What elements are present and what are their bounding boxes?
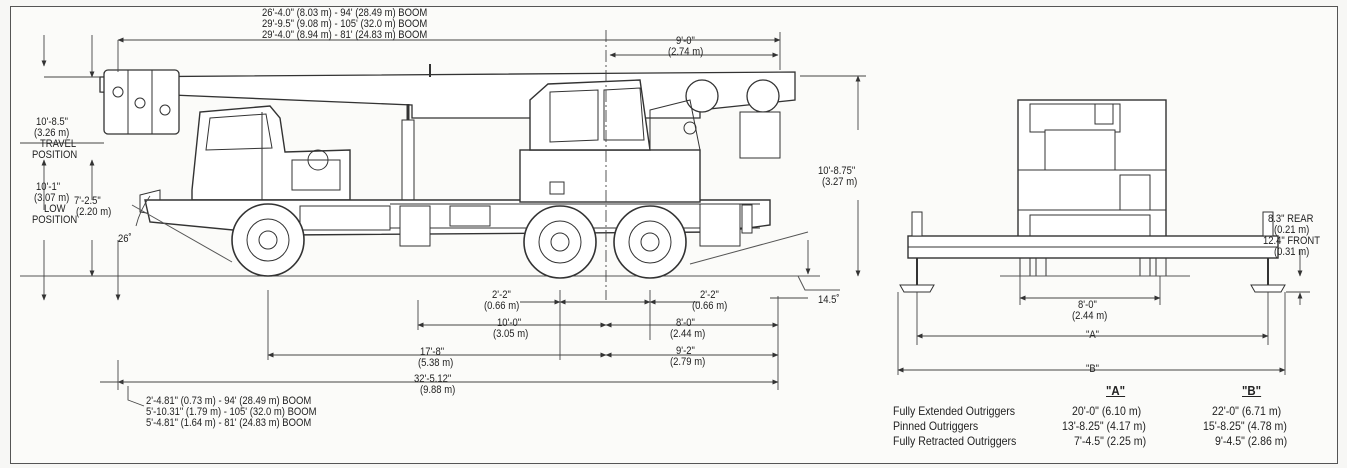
table-row-label: Fully Extended Outriggers bbox=[893, 404, 1016, 418]
front-height-ft: 7'-2.5" bbox=[74, 195, 101, 207]
front-overhang-105: 5'-10.31" (1.79 m) - 105' (32.0 m) BOOM bbox=[146, 406, 317, 418]
side-view-truck bbox=[20, 64, 840, 291]
track-width-ft: 8'-0" bbox=[1078, 299, 1097, 311]
table-row-label: Pinned Outriggers bbox=[893, 419, 979, 433]
axle-right-m: (0.66 m) bbox=[692, 300, 728, 312]
travel-position-label: POSITION bbox=[32, 149, 78, 161]
axle-left-m: (0.66 m) bbox=[484, 300, 520, 312]
dim-8-ft: 8'-0" bbox=[676, 317, 695, 329]
dim-9-m: (2.79 m) bbox=[670, 356, 706, 368]
travel-height-m: (3.26 m) bbox=[34, 127, 70, 139]
table-row-a: 13'-8.25" (4.17 m) bbox=[1062, 419, 1146, 433]
table-row-b: 15'-8.25" (4.78 m) bbox=[1203, 419, 1287, 433]
dim-a-label: "A" bbox=[1086, 329, 1100, 341]
low-height-ft: 10'-1" bbox=[36, 181, 61, 193]
rear-view-dimensions bbox=[897, 250, 1310, 375]
overall-length-ft: 32'-5.12" bbox=[414, 373, 452, 385]
top-right-dim-m: (2.74 m) bbox=[668, 46, 704, 58]
overall-height-m: (3.27 m) bbox=[822, 176, 858, 188]
table-row-a: 20'-0" (6.10 m) bbox=[1072, 404, 1142, 418]
front-height-m: (2.20 m) bbox=[76, 206, 112, 218]
front-overhang-94: 2'-4.81" (0.73 m) - 94' (28.49 m) BOOM bbox=[146, 395, 312, 407]
rear-clearance-ft: 8.3" REAR bbox=[1268, 213, 1314, 225]
low-height-m: (3.07 m) bbox=[34, 192, 70, 204]
approach-angle: 26˚ bbox=[118, 233, 132, 245]
dim-17-ft: 17'-8" bbox=[420, 346, 445, 358]
dim-10-m: (3.05 m) bbox=[493, 328, 529, 340]
front-overhang-81: 5'-4.81" (1.64 m) - 81' (24.83 m) BOOM bbox=[146, 417, 312, 429]
top-right-dim-ft: 9'-0" bbox=[676, 35, 695, 47]
boom-length-105: 29'-9.5" (9.08 m) - 105' (32.0 m) BOOM bbox=[262, 18, 428, 30]
dim-10-ft: 10'-0" bbox=[497, 317, 522, 329]
side-view-dimensions bbox=[20, 30, 866, 407]
table-header-a: "A" bbox=[1106, 383, 1126, 398]
low-label: LOW bbox=[44, 203, 66, 215]
front-clearance-m: (0.31 m) bbox=[1274, 246, 1310, 258]
track-width-m: (2.44 m) bbox=[1072, 310, 1108, 322]
boom-length-94: 26'-4.0" (8.03 m) - 94' (28.49 m) BOOM bbox=[262, 7, 428, 19]
dim-b-label: "B" bbox=[1086, 363, 1100, 375]
axle-left-ft: 2'-2" bbox=[492, 289, 511, 301]
table-row-b: 22'-0" (6.71 m) bbox=[1212, 404, 1282, 418]
rear-view-truck bbox=[899, 99, 1286, 293]
overall-height-ft: 10'-8.75" bbox=[818, 165, 856, 177]
departure-angle: 14.5˚ bbox=[818, 294, 840, 306]
axle-right-ft: 2'-2" bbox=[700, 289, 719, 301]
table-row-b: 9'-4.5" (2.86 m) bbox=[1215, 434, 1288, 448]
dim-9-ft: 9'-2" bbox=[676, 345, 695, 357]
travel-label: TRAVEL bbox=[40, 138, 77, 150]
table-header-b: "B" bbox=[1242, 383, 1262, 398]
dim-17-m: (5.38 m) bbox=[418, 357, 454, 369]
overall-length-m: (9.88 m) bbox=[420, 384, 456, 396]
table-row-label: Fully Retracted Outriggers bbox=[893, 434, 1017, 448]
front-clearance-ft: 12.4" FRONT bbox=[1263, 235, 1320, 247]
dim-8-m: (2.44 m) bbox=[670, 328, 706, 340]
table-row-a: 7'-4.5" (2.25 m) bbox=[1074, 434, 1147, 448]
travel-height-ft: 10'-8.5" bbox=[36, 116, 68, 128]
rear-clearance-m: (0.21 m) bbox=[1274, 224, 1310, 236]
low-position-label: POSITION bbox=[32, 214, 78, 226]
boom-length-81: 29'-4.0" (8.94 m) - 81' (24.83 m) BOOM bbox=[262, 29, 428, 41]
